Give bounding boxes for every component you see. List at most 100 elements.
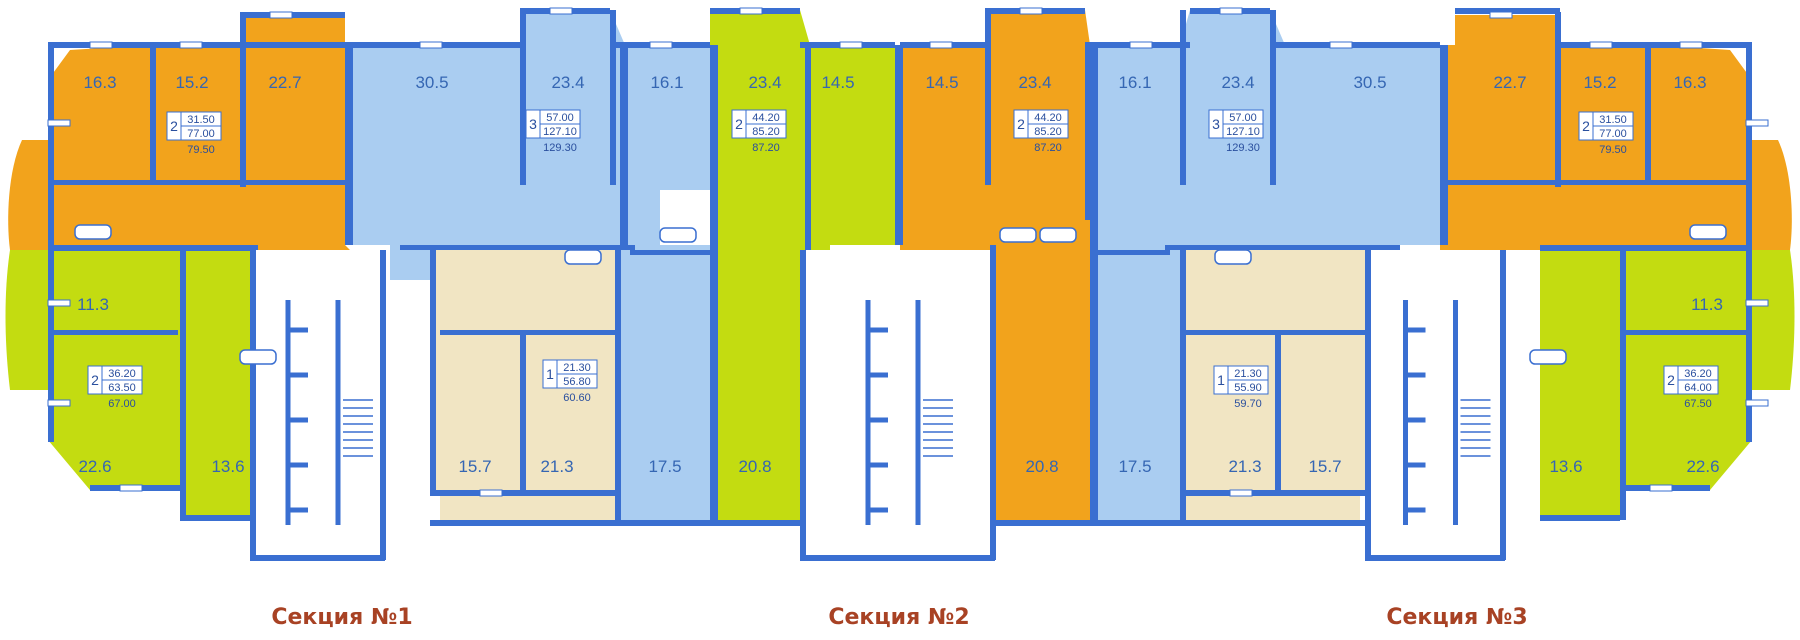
stair-core (256, 250, 380, 555)
wall-segment (1270, 10, 1276, 185)
room-area-label: 23.4 (551, 73, 584, 92)
bathtub (1689, 224, 1727, 240)
wall-segment (430, 520, 810, 526)
wall-segment (1090, 250, 1170, 255)
room-count: 2 (1667, 372, 1675, 388)
wall-segment (1090, 45, 1098, 525)
wall-segment (1270, 42, 1440, 48)
window (739, 7, 763, 15)
wall-segment (800, 555, 995, 561)
apartment-zone (48, 250, 260, 520)
room-count: 3 (1212, 116, 1220, 132)
window (479, 489, 503, 497)
wall-segment (1440, 180, 1750, 185)
room-area-label: 15.2 (175, 73, 208, 92)
total-area: 77.00 (1599, 128, 1627, 140)
wall-segment (895, 45, 903, 245)
room-area-label: 16.3 (1673, 73, 1706, 92)
total-area: 56.80 (563, 376, 591, 388)
total-with-balcony-area: 129.30 (1226, 142, 1260, 154)
total-with-balcony-area: 67.00 (108, 398, 136, 410)
bathtub (74, 224, 112, 240)
wall-segment (520, 10, 526, 185)
room-area-label: 15.7 (1308, 457, 1341, 476)
room-count: 2 (735, 116, 743, 132)
apartment-zone (440, 495, 615, 525)
apartment-zone (8, 140, 48, 250)
total-with-balcony-area: 79.50 (1599, 144, 1627, 156)
room-area-label: 21.3 (540, 457, 573, 476)
wall-segment (610, 10, 616, 185)
living-area: 31.50 (1599, 114, 1627, 126)
apartment-zone (1185, 495, 1360, 525)
room-area-label: 15.7 (458, 457, 491, 476)
living-area: 57.00 (1229, 112, 1257, 124)
wall-segment (1540, 245, 1750, 251)
apartment-zone (1752, 140, 1792, 250)
bathtub (1039, 227, 1077, 243)
room-count: 2 (1017, 116, 1025, 132)
window (179, 41, 203, 49)
window (1019, 7, 1043, 15)
wall-segment (1085, 45, 1091, 220)
total-with-balcony-area: 87.20 (1034, 142, 1062, 154)
living-area: 44.20 (752, 112, 780, 124)
wall-segment (1455, 8, 1560, 14)
apartment-zone (1752, 250, 1795, 390)
stair-core (806, 250, 990, 555)
room-count: 1 (546, 366, 554, 382)
wall-segment (1180, 490, 1370, 496)
window (119, 484, 143, 492)
total-with-balcony-area: 129.30 (543, 142, 577, 154)
room-count: 2 (170, 118, 178, 134)
section-label: Секция №1 (271, 605, 412, 630)
total-area: 63.50 (108, 382, 136, 394)
window (549, 7, 573, 15)
wall-segment (400, 245, 635, 250)
wall-segment (1165, 245, 1400, 250)
room-area-label: 23.4 (748, 73, 781, 92)
room-area-label: 21.3 (1228, 457, 1261, 476)
wall-segment (150, 45, 156, 185)
wall-segment (805, 45, 811, 245)
window (1129, 41, 1153, 49)
total-with-balcony-area: 87.20 (752, 142, 780, 154)
bathroom-fixtures (74, 224, 1727, 365)
total-area: 55.90 (1234, 382, 1262, 394)
wall-segment (345, 45, 353, 245)
apartment-zone (5, 250, 48, 390)
wall-segment (800, 250, 806, 560)
bathtub (659, 227, 697, 243)
room-area-label: 23.4 (1221, 73, 1254, 92)
apartment-zone (1540, 250, 1752, 520)
apartment-zone (990, 245, 1090, 525)
room-area-label: 17.5 (1118, 457, 1151, 476)
wall-segment (1560, 42, 1750, 48)
section-label: Секция №2 (828, 605, 969, 630)
wall-segment (1540, 515, 1620, 521)
wall-segment (1500, 250, 1506, 560)
living-area: 36.20 (1684, 368, 1712, 380)
living-area: 31.50 (187, 114, 215, 126)
wall-segment (48, 330, 178, 335)
wall-segment (180, 250, 186, 520)
wall-segment (990, 520, 1370, 526)
room-area-label: 17.5 (648, 457, 681, 476)
total-with-balcony-area: 60.60 (563, 392, 591, 404)
stair-cores (256, 250, 1500, 555)
room-count: 3 (529, 116, 537, 132)
wall-segment (710, 45, 718, 525)
room-area-label: 22.7 (268, 73, 301, 92)
room-count: 2 (1582, 118, 1590, 134)
wall-segment (430, 245, 436, 495)
wall-segment (1180, 245, 1186, 525)
total-with-balcony-area: 79.50 (187, 144, 215, 156)
room-area-label: 22.7 (1493, 73, 1526, 92)
